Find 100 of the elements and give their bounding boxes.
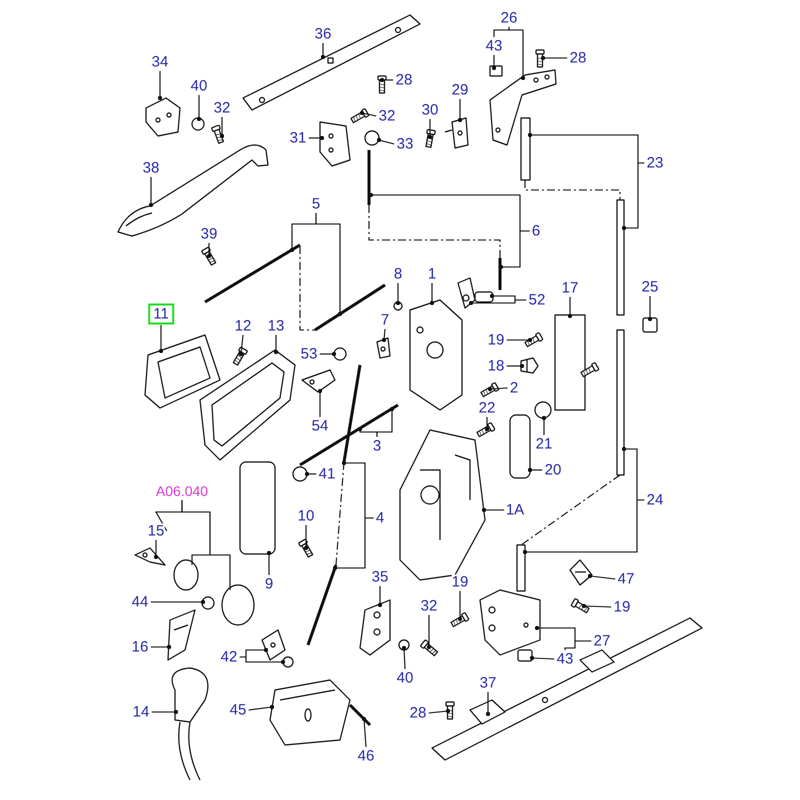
leader-line [248,704,274,711]
rod [299,404,399,466]
leader-line [498,230,530,270]
screw [200,246,216,266]
knob [534,401,552,419]
screw [350,108,370,124]
washer [201,596,215,610]
rod [342,364,362,462]
callout-number: 44 [132,594,148,610]
callout-number: 1 [428,266,436,282]
leader-line [648,296,652,322]
callout-number: 43 [556,652,574,666]
leader-line [158,71,162,100]
leader-line [360,110,376,117]
mounting-bar [242,14,421,111]
callout-number: 31 [290,130,306,146]
leader-line [154,540,158,560]
leader-line [488,386,508,392]
screw [480,382,500,398]
callout-number: 1A [506,502,524,518]
leader-line [382,328,386,342]
leader-line [148,177,154,208]
leader-line [362,716,367,748]
callout-number: 23 [646,156,664,170]
callout-number: 28 [410,706,426,720]
leader-line [220,117,224,138]
clip [489,65,503,77]
leader-line [206,243,212,258]
leader-line [493,27,510,37]
rod-eye [364,130,380,146]
leader-line [238,334,244,356]
callout-number: 7 [380,312,390,328]
leader-line [150,644,172,650]
callout-number: 12 [234,318,252,334]
rod [306,564,338,646]
leader-line [540,56,568,60]
dash-dot-line [520,474,620,546]
bracket [479,589,541,656]
callout-number: 19 [452,574,468,590]
callout-number: 13 [268,318,284,334]
rivet [348,704,372,726]
lock-plate [554,314,586,411]
dash-dot-line [524,180,621,200]
callout-number: 38 [142,160,160,176]
callout-number: 46 [358,748,374,764]
clip [393,301,403,311]
callout-number: 40 [396,670,414,686]
bracket [167,609,196,661]
clip [333,347,347,361]
callout-number: 17 [562,280,578,296]
cylinder-housing [221,584,255,626]
callout-number: 28 [396,72,412,88]
callout-number: 33 [396,136,414,152]
cap [517,649,533,662]
leader-line [588,574,616,580]
callout-number: 16 [132,640,148,654]
leader-line [542,416,546,435]
callout-number: 45 [230,702,246,718]
leader-line [428,119,432,140]
leader-line [582,604,612,608]
callout-number: 43 [486,38,502,54]
leader-line [402,646,406,670]
leader-line [564,640,592,650]
callout-number: A06.040 [156,484,208,498]
callout-number: 19 [614,600,630,614]
callout-number: 40 [190,78,208,94]
leader-line [158,325,164,354]
callout-number: 47 [618,572,634,586]
bushing [474,291,494,303]
door-lock [409,299,463,411]
callout-number: 30 [422,102,438,118]
callout-number: 28 [570,50,586,66]
leader-line [468,299,526,306]
dash-dot-line [299,246,315,331]
bracket [301,369,336,393]
callout-number: 32 [420,598,438,614]
pin [520,357,539,374]
callout-number: 34 [152,54,168,70]
bracket [359,599,391,656]
rod [616,329,625,476]
lock-cylinder [173,559,199,591]
bracket [269,679,351,746]
screw [580,362,600,378]
callout-number: 15 [148,524,164,538]
leader-line [155,500,183,532]
callout-number: 36 [314,26,332,42]
screw [210,124,224,144]
latch-plate [319,121,351,167]
plug [292,466,308,482]
leader-line [492,55,496,70]
leader-line [308,136,324,140]
callout-number: 19 [488,332,504,348]
leader-line [376,406,394,437]
washer [191,117,205,131]
callout-number: 29 [452,82,468,98]
leader-line [482,508,504,512]
mounting-bar [431,617,703,761]
dash-dot-line [335,462,345,566]
leader-line [318,388,322,417]
screw [377,75,387,94]
